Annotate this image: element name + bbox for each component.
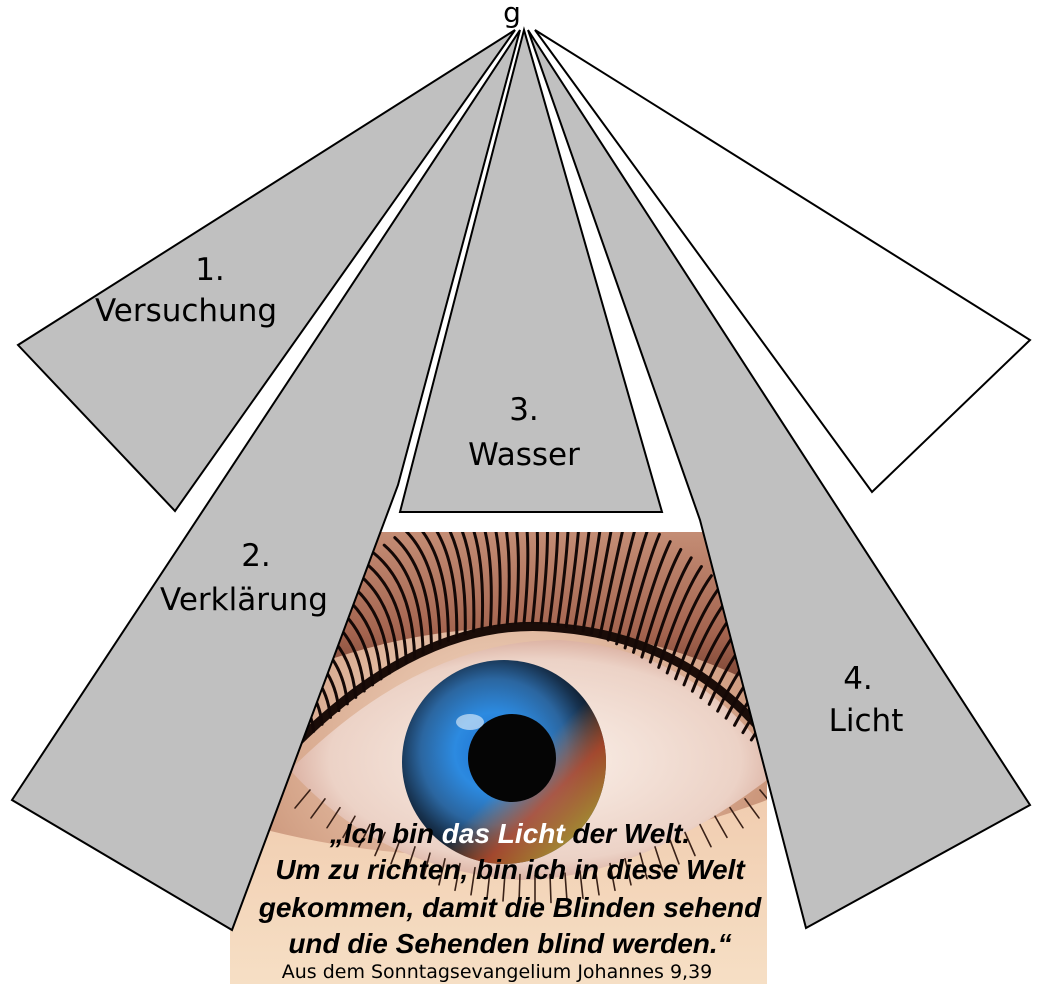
- quote-line-1-pre: Ich bin: [344, 818, 442, 849]
- quote-line-4: und die Sehenden blind werden.“: [288, 928, 731, 959]
- quote-line-1: „Ich bin das Licht der Welt.: [329, 818, 690, 849]
- quote-highlight: das Licht: [442, 818, 567, 849]
- top-label-partial: g: [503, 0, 521, 29]
- quote-line-3: gekommen, damit die Blinden sehend: [258, 892, 762, 923]
- segment-2-number: 2.: [241, 538, 271, 574]
- quote-source: Aus dem Sonntagsevangelium Johannes 9,39: [282, 961, 713, 983]
- segment-4-number: 4.: [843, 661, 873, 697]
- quote-open-mark: „: [329, 818, 344, 849]
- pupil: [468, 714, 556, 802]
- segment-3-title: Wasser: [468, 437, 580, 473]
- segment-2-title: Verklärung: [160, 582, 328, 618]
- segment-1-number: 1.: [195, 252, 225, 288]
- segment-3-number: 3.: [509, 392, 539, 428]
- segment-1-title: Versuchung: [95, 293, 277, 329]
- quote-line-1-post: der Welt.: [565, 818, 691, 849]
- segment-4-title: Licht: [829, 703, 904, 739]
- quote-line-2: Um zu richten, bin ich in diese Welt: [275, 854, 746, 885]
